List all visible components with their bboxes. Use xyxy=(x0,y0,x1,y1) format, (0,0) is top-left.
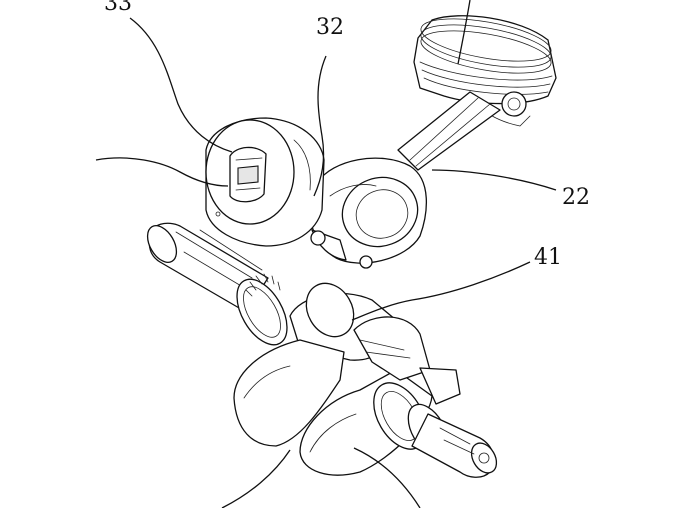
crankshaft xyxy=(146,222,498,478)
balance-block xyxy=(205,117,325,247)
label-33: 33 xyxy=(104,0,132,16)
piston xyxy=(413,15,557,127)
label-41: 41 xyxy=(534,245,562,270)
label-32: 32 xyxy=(316,15,344,40)
connecting-rod xyxy=(308,91,501,269)
leader-lines xyxy=(95,0,557,508)
label-22: 22 xyxy=(562,185,590,210)
